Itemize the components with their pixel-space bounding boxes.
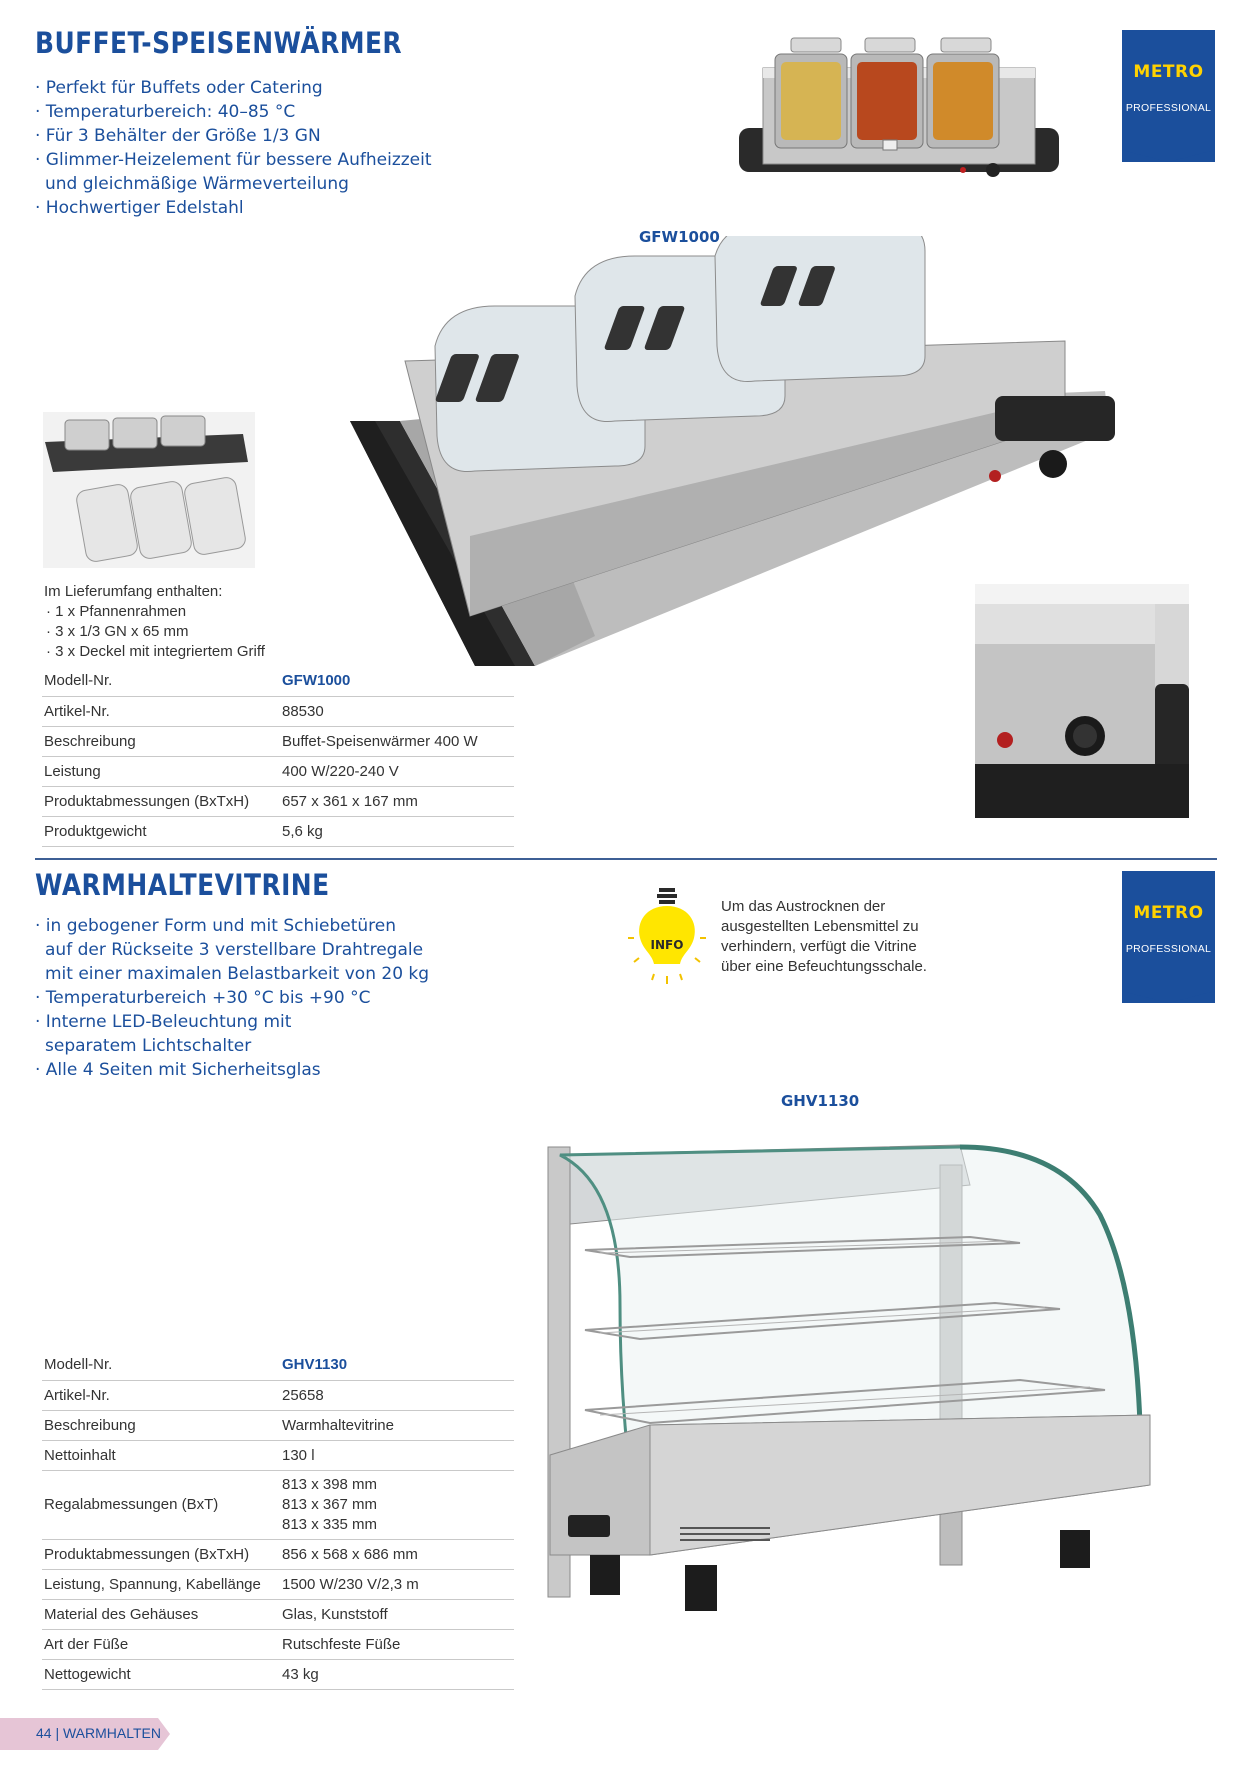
included-title: Im Lieferumfang enthalten: (44, 583, 223, 600)
info-line: verhindern, verfügt die Vitrine (721, 938, 917, 955)
product-image-ghv1130 (540, 1125, 1210, 1655)
spec-label: Artikel-Nr. (42, 696, 282, 727)
spec-value: 88530 (282, 696, 514, 727)
bullet: · Temperaturbereich +30 °C bis +90 °C (35, 988, 371, 1008)
spec-label: Art der Füße (42, 1629, 282, 1660)
spec-label: Beschreibung (42, 1410, 282, 1441)
model-label-gfw1000: GFW1000 (639, 228, 720, 246)
table-row: Beschreibung Buffet-Speisenwärmer 400 W (42, 726, 514, 757)
bullet: · Glimmer-Heizelement für bessere Aufhei… (35, 150, 432, 170)
spec-value: 5,6 kg (282, 816, 514, 847)
section-divider (35, 858, 1217, 860)
spec-label: Produktabmessungen (BxTxH) (42, 786, 282, 817)
bullet: auf der Rückseite 3 verstellbare Drahtre… (45, 940, 424, 960)
bullet: mit einer maximalen Belastbarkeit von 20… (45, 964, 430, 984)
info-label: INFO (650, 938, 684, 952)
table-row: Beschreibung Warmhaltevitrine (42, 1410, 514, 1441)
info-text: Um das Austrocknen der ausgestellten Leb… (721, 897, 927, 977)
metro-logo-sub: PROFESSIONAL (1125, 943, 1212, 955)
spec-label: Modell-Nr. (42, 1350, 282, 1381)
spec-label: Artikel-Nr. (42, 1380, 282, 1411)
spec-value: 813 x 398 mm 813 x 367 mm 813 x 335 mm (282, 1470, 514, 1540)
spec-value: 25658 (282, 1380, 514, 1411)
table-row: Art der Füße Rutschfeste Füße (42, 1629, 514, 1660)
included-item: · 3 x Deckel mit integriertem Griff (46, 643, 265, 660)
table-row: Produktabmessungen (BxTxH) 657 x 361 x 1… (42, 786, 514, 817)
metro-logo-badge: METRO PROFESSIONAL (1122, 30, 1215, 162)
spec-label: Nettoinhalt (42, 1440, 282, 1471)
spec-value: 130 l (282, 1440, 514, 1471)
spec-label: Modell-Nr. (42, 666, 282, 697)
table-row: Regalabmessungen (BxT) 813 x 398 mm 813 … (42, 1470, 514, 1540)
table-row: Produktabmessungen (BxTxH) 856 x 568 x 6… (42, 1539, 514, 1570)
spec-value-line: 813 x 367 mm (282, 1495, 378, 1513)
spec-value: Glas, Kunststoff (282, 1599, 514, 1630)
included-list: Im Lieferumfang enthalten: · 1 x Pfannen… (44, 582, 265, 662)
bullet: · Interne LED-Beleuchtung mit (35, 1012, 292, 1032)
spec-label: Leistung (42, 756, 282, 787)
metro-logo-sub: PROFESSIONAL (1125, 102, 1212, 114)
bullet: · Alle 4 Seiten mit Sicherheitsglas (35, 1060, 321, 1080)
footer-page-label: 44 | WARMHALTEN (36, 1725, 161, 1741)
product-image-gfw1000-main (345, 236, 1115, 676)
section1-bullets: · Perfekt für Buffets oder Catering · Te… (35, 76, 432, 220)
table-row: Nettoinhalt 130 l (42, 1440, 514, 1471)
table-row: Leistung 400 W/220-240 V (42, 756, 514, 787)
spec-label: Produktgewicht (42, 816, 282, 847)
metro-logo-text: METRO (1133, 62, 1204, 82)
spec-label: Nettogewicht (42, 1659, 282, 1690)
table-row: Leistung, Spannung, Kabellänge 1500 W/23… (42, 1569, 514, 1600)
bullet: · Temperaturbereich: 40–85 °C (35, 102, 296, 122)
spec-value-line: 813 x 398 mm (282, 1475, 378, 1493)
spec-value: Warmhaltevitrine (282, 1410, 514, 1441)
spec-label: Leistung, Spannung, Kabellänge (42, 1569, 282, 1600)
product-image-gfw1000-detail (975, 584, 1189, 818)
spec-value: Rutschfeste Füße (282, 1629, 514, 1660)
table-row: Artikel-Nr. 25658 (42, 1380, 514, 1411)
spec-value: GHV1130 (282, 1350, 514, 1381)
footer-page-tab: 44 | WARMHALTEN (0, 1718, 170, 1750)
spec-label: Regalabmessungen (BxT) (42, 1470, 282, 1540)
bullet: · Für 3 Behälter der Größe 1/3 GN (35, 126, 321, 146)
table-row: Modell-Nr. GFW1000 (42, 666, 514, 697)
bullet: · in gebogener Form und mit Schiebetüren (35, 916, 396, 936)
spec-table-ghv1130: Modell-Nr. GHV1130 Artikel-Nr. 25658 Bes… (42, 1350, 514, 1690)
table-row: Material des Gehäuses Glas, Kunststoff (42, 1599, 514, 1630)
bullet: separatem Lichtschalter (45, 1036, 252, 1056)
spec-value: 43 kg (282, 1659, 514, 1690)
spec-value: GFW1000 (282, 666, 514, 697)
section1-title: BUFFET-SPEISENWÄRMER (35, 26, 403, 60)
spec-value-line: 813 x 335 mm (282, 1515, 378, 1533)
spec-value: 1500 W/230 V/2,3 m (282, 1569, 514, 1600)
metro-logo-badge: METRO PROFESSIONAL (1122, 871, 1215, 1003)
spec-value: Buffet-Speisenwärmer 400 W (282, 726, 514, 757)
model-label-ghv1130: GHV1130 (781, 1092, 860, 1110)
product-image-gfw1000-set (43, 412, 255, 568)
included-item: · 3 x 1/3 GN x 65 mm (46, 623, 189, 640)
table-row: Artikel-Nr. 88530 (42, 696, 514, 727)
bullet: · Hochwertiger Edelstahl (35, 198, 244, 218)
spec-label: Produktabmessungen (BxTxH) (42, 1539, 282, 1570)
section2-title: WARMHALTEVITRINE (35, 868, 330, 902)
info-line: Um das Austrocknen der (721, 898, 886, 915)
info-line: über eine Befeuchtungsschale. (721, 958, 927, 975)
table-row: Produktgewicht 5,6 kg (42, 816, 514, 847)
info-line: ausgestellten Lebensmittel zu (721, 918, 919, 935)
bullet: · Perfekt für Buffets oder Catering (35, 78, 323, 98)
table-row: Modell-Nr. GHV1130 (42, 1350, 514, 1381)
included-item: · 1 x Pfannenrahmen (46, 603, 187, 620)
metro-logo-text: METRO (1133, 903, 1204, 923)
spec-label: Material des Gehäuses (42, 1599, 282, 1630)
info-bulb-icon: INFO (622, 880, 712, 992)
bullet: und gleichmäßige Wärmeverteilung (45, 174, 349, 194)
spec-value: 657 x 361 x 167 mm (282, 786, 514, 817)
spec-label: Beschreibung (42, 726, 282, 757)
product-image-gfw1000-food (735, 28, 1065, 184)
spec-value: 856 x 568 x 686 mm (282, 1539, 514, 1570)
section2-bullets: · in gebogener Form und mit Schiebetüren… (35, 914, 429, 1082)
table-row: Nettogewicht 43 kg (42, 1659, 514, 1690)
spec-value: 400 W/220-240 V (282, 756, 514, 787)
spec-table-gfw1000: Modell-Nr. GFW1000 Artikel-Nr. 88530 Bes… (42, 666, 514, 847)
